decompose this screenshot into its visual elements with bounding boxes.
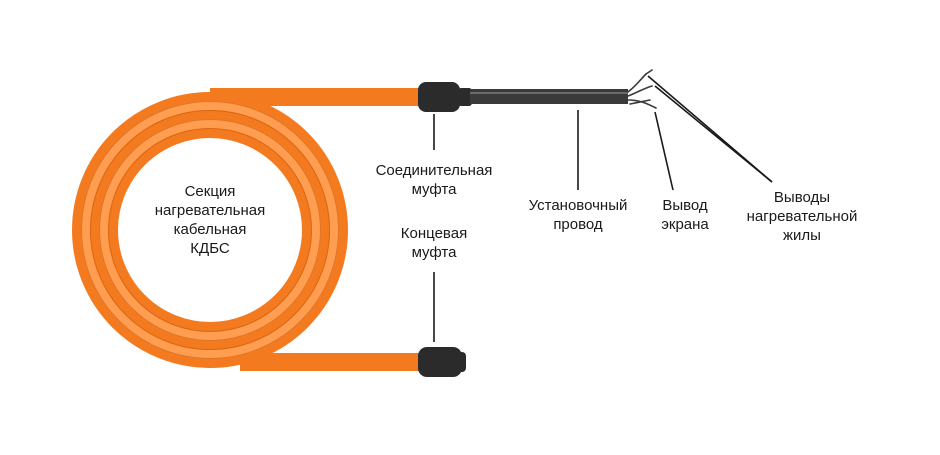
end-coupling-tip — [456, 352, 466, 372]
core-lead-wire-4 — [629, 99, 651, 105]
label-connecting-coupling-line-2: муфта — [411, 181, 457, 198]
coil-separator-1 — [81, 101, 339, 359]
label-installation-wire-line-1: Установочный — [528, 197, 628, 214]
coil-ring-4 — [99, 119, 321, 341]
installation-wire-body — [470, 89, 628, 104]
label-section: Секция нагревательная кабельная КДБС — [140, 182, 280, 258]
label-core-leads: Выводы нагревательной жилы — [732, 188, 872, 245]
connecting-coupling — [418, 82, 472, 112]
coil-separator-3 — [99, 119, 321, 341]
core-lead-wire-2 — [627, 85, 653, 97]
core-lead-wire-3 — [645, 69, 653, 75]
label-section-line-1: Секция — [184, 183, 236, 200]
label-screen-lead-line-1: Вывод — [662, 197, 708, 214]
cable-coil — [72, 88, 420, 371]
leader-screen-lead — [654, 111, 674, 191]
coil-separator-2 — [90, 110, 330, 350]
label-installation-wire: Установочный провод — [518, 196, 638, 234]
connecting-coupling-body — [418, 82, 460, 112]
label-end-coupling: Концевая муфта — [374, 224, 494, 262]
coil-ring-3 — [90, 110, 330, 350]
label-section-line-3: кабельная — [173, 221, 247, 238]
leader-core-leads-2 — [654, 85, 773, 183]
label-section-line-2: нагревательная — [154, 202, 266, 219]
label-connecting-coupling-line-1: Соединительная — [375, 162, 493, 179]
wire-leads — [627, 69, 657, 109]
screen-lead-wire — [627, 99, 657, 109]
label-connecting-coupling: Соединительная муфта — [364, 161, 504, 199]
coil-ring-5 — [108, 128, 312, 332]
label-installation-wire-line-2: провод — [553, 216, 603, 233]
label-screen-lead: Вывод экрана — [645, 196, 725, 234]
coil-separator-4 — [108, 128, 312, 332]
label-end-coupling-line-2: муфта — [411, 244, 457, 261]
label-section-line-4: КДБС — [190, 240, 230, 257]
end-coupling-body — [418, 347, 462, 377]
label-end-coupling-line-1: Концевая — [400, 225, 468, 242]
label-screen-lead-line-2: экрана — [661, 216, 709, 233]
end-coupling — [418, 347, 466, 377]
leader-lines — [433, 75, 773, 342]
coil-ring-1 — [72, 92, 348, 368]
coil-ring-2 — [81, 101, 339, 359]
installation-wire — [470, 89, 628, 104]
label-core-leads-line-1: Выводы — [773, 189, 831, 206]
label-core-leads-line-3: жилы — [783, 227, 821, 244]
core-lead-wire-1 — [627, 73, 647, 93]
connecting-coupling-collar — [458, 88, 472, 106]
label-core-leads-line-2: нагревательной — [746, 208, 858, 225]
